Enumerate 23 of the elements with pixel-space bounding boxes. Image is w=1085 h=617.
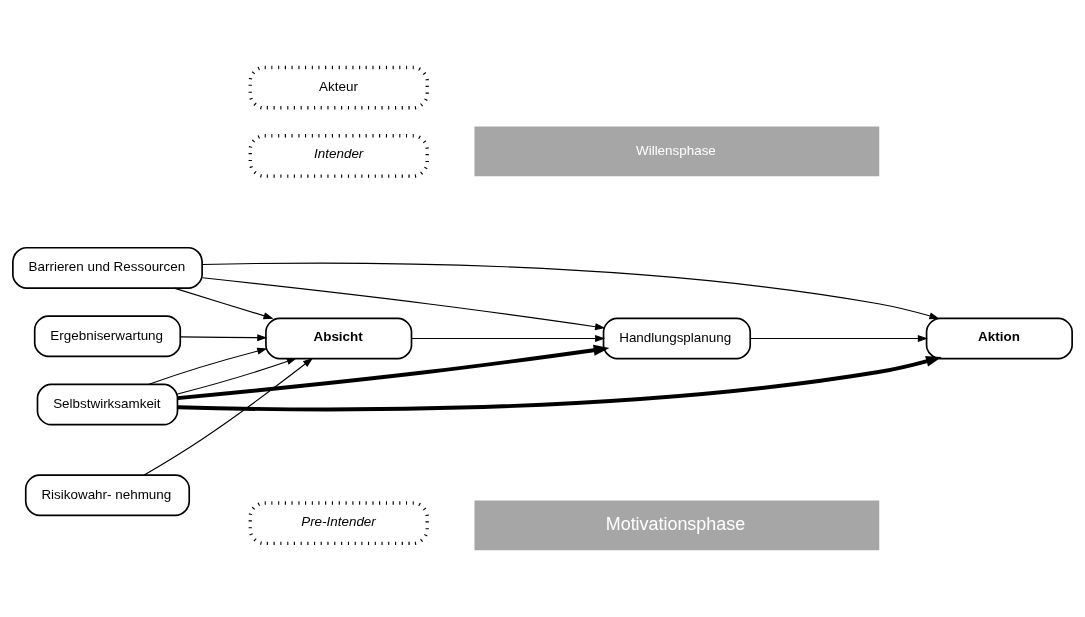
node-box: Barrieren und Ressourcen xyxy=(12,246,203,289)
arrow xyxy=(148,347,268,385)
arrow xyxy=(201,277,606,331)
arrow xyxy=(177,344,610,401)
arrow xyxy=(177,358,297,395)
node-box: Akteur xyxy=(248,65,429,110)
arrow xyxy=(143,357,313,476)
node-box: Motivationsphase xyxy=(474,500,880,551)
node-box: Ergebniserwartung xyxy=(33,315,182,358)
node-box: Absicht xyxy=(265,317,413,360)
node-box: Pre-Intender xyxy=(248,501,429,546)
arrow xyxy=(749,334,928,342)
node-box: Willensphase xyxy=(474,126,880,177)
node-box: Intender xyxy=(248,134,429,178)
node-box: Selbstwirksamkeit xyxy=(36,383,179,426)
arrow xyxy=(201,262,940,320)
node-box: Aktion xyxy=(925,317,1073,360)
node-box: Handlungsplanung xyxy=(602,317,752,360)
arrow xyxy=(177,356,942,412)
arrow xyxy=(179,334,268,342)
node-box: Risikowahr- nehmung xyxy=(24,474,191,517)
arrow xyxy=(411,334,606,342)
arrow xyxy=(173,287,274,320)
